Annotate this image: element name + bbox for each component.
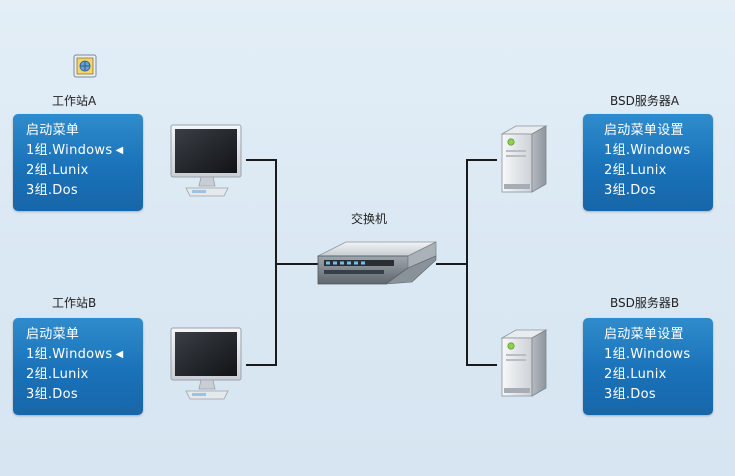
menu-item-lunix[interactable]: 2组.Lunix	[26, 163, 89, 178]
server-a-boot-menu-settings[interactable]: 启动菜单设置 1组.Windows 2组.Lunix 3组.Dos	[583, 114, 713, 211]
menu-item-lunix[interactable]: 2组.Lunix	[604, 163, 667, 178]
server-a-label: BSD服务器A	[610, 94, 680, 108]
menu-item-dos[interactable]: 3组.Dos	[604, 183, 656, 198]
workstation-b-label: 工作站B	[52, 296, 97, 310]
server-b-boot-menu-settings[interactable]: 启动菜单设置 1组.Windows 2组.Lunix 3组.Dos	[583, 318, 713, 415]
menu-item-windows[interactable]: 1组.Windows◀	[26, 141, 143, 161]
workstation-b-boot-menu[interactable]: 启动菜单 1组.Windows◀ 2组.Lunix 3组.Dos	[13, 318, 143, 415]
menu-title: 启动菜单	[26, 327, 80, 342]
menu-item-dos[interactable]: 3组.Dos	[604, 387, 656, 402]
menu-item-lunix[interactable]: 2组.Lunix	[26, 367, 89, 382]
menu-item-lunix[interactable]: 2组.Lunix	[604, 367, 667, 382]
menu-item-windows[interactable]: 1组.Windows	[604, 143, 691, 158]
network-switch-icon[interactable]	[316, 238, 438, 288]
menu-title: 启动菜单设置	[604, 327, 684, 342]
menu-item-windows[interactable]: 1组.Windows◀	[26, 345, 143, 365]
selection-arrow-icon: ◀	[115, 349, 124, 360]
network-app-icon[interactable]	[73, 54, 97, 78]
menu-item-windows[interactable]: 1组.Windows	[604, 347, 691, 362]
workstation-a-monitor-icon[interactable]	[170, 124, 244, 200]
workstation-a-label: 工作站A	[52, 94, 97, 108]
menu-title: 启动菜单设置	[604, 123, 684, 138]
workstation-b-monitor-icon[interactable]	[170, 327, 244, 403]
menu-title: 启动菜单	[26, 123, 80, 138]
switch-label: 交换机	[351, 212, 388, 226]
left-bracket-line	[246, 159, 277, 366]
server-b-label: BSD服务器B	[610, 296, 680, 310]
workstation-a-boot-menu[interactable]: 启动菜单 1组.Windows◀ 2组.Lunix 3组.Dos	[13, 114, 143, 211]
right-bracket-line	[466, 159, 497, 366]
menu-item-dos[interactable]: 3组.Dos	[26, 387, 78, 402]
menu-item-dos[interactable]: 3组.Dos	[26, 183, 78, 198]
selection-arrow-icon: ◀	[115, 145, 124, 156]
server-b-tower-icon[interactable]	[498, 328, 550, 400]
server-a-tower-icon[interactable]	[498, 124, 550, 196]
